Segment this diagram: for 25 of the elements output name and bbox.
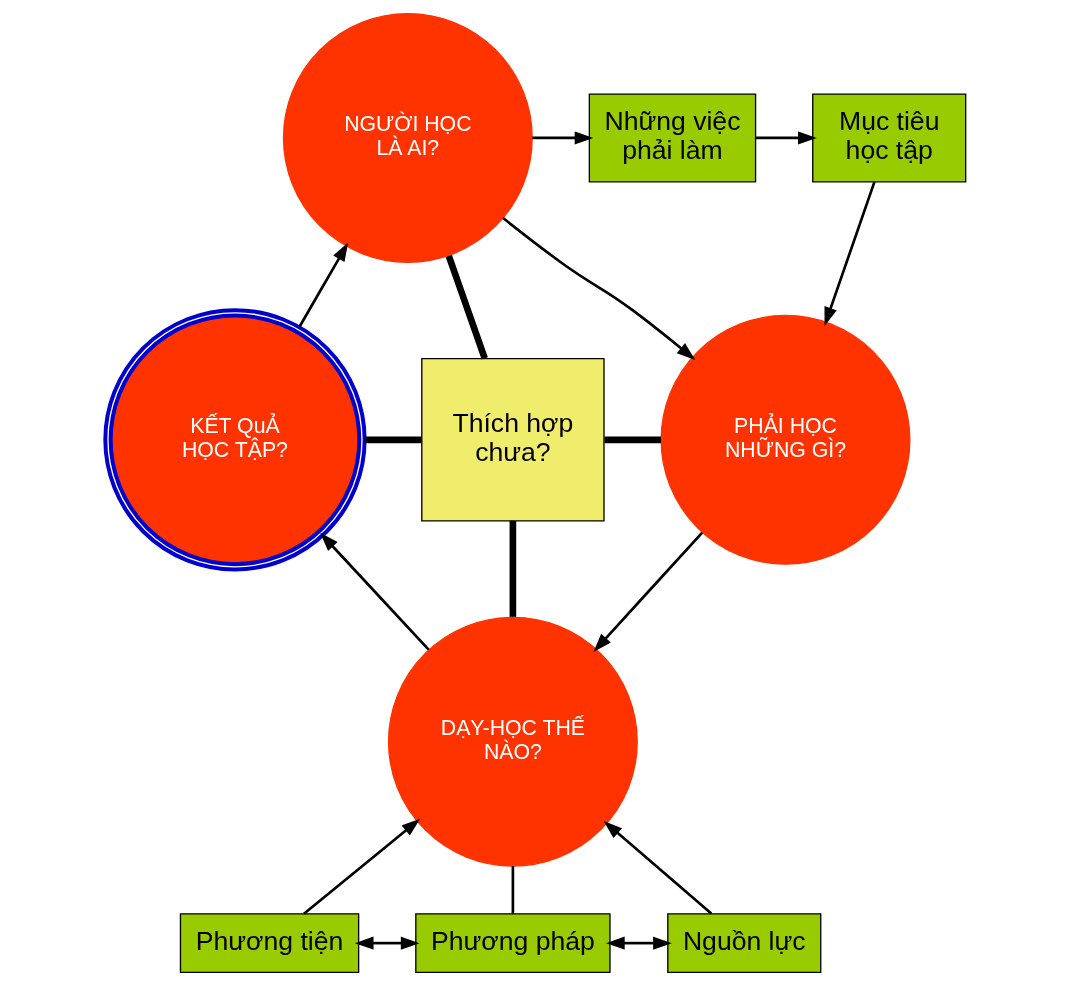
connector: [604, 436, 662, 444]
node-circle: DẠY-HỌC THẾ NÀO?: [387, 616, 638, 867]
connector: [511, 866, 515, 914]
node-box: Nguồn lực: [667, 913, 822, 974]
connector: [364, 436, 422, 444]
node-box: Những việc phải làm: [588, 93, 757, 183]
connector: [445, 254, 488, 360]
arrow: [824, 181, 876, 326]
node-box: Mục tiêu học tập: [812, 93, 967, 183]
connector: [509, 520, 517, 617]
arrow: [320, 532, 430, 651]
arrow: [298, 242, 349, 328]
node-box: Thích hợp chưa?: [421, 358, 605, 522]
arrow: [532, 131, 594, 145]
arrow: [593, 531, 704, 652]
arrow: [502, 217, 696, 360]
node-circle: KẾT QuẢ HỌC TẬP?: [103, 308, 367, 572]
node-box: Phương pháp: [415, 913, 611, 974]
arrow: [354, 936, 420, 950]
node-circle: PHẢI HỌC NHỮNG GÌ?: [660, 314, 911, 565]
arrow: [606, 936, 672, 950]
node-box: Phương tiện: [179, 913, 360, 974]
arrow: [755, 131, 817, 145]
arrow: [603, 820, 713, 915]
arrow: [303, 818, 421, 915]
